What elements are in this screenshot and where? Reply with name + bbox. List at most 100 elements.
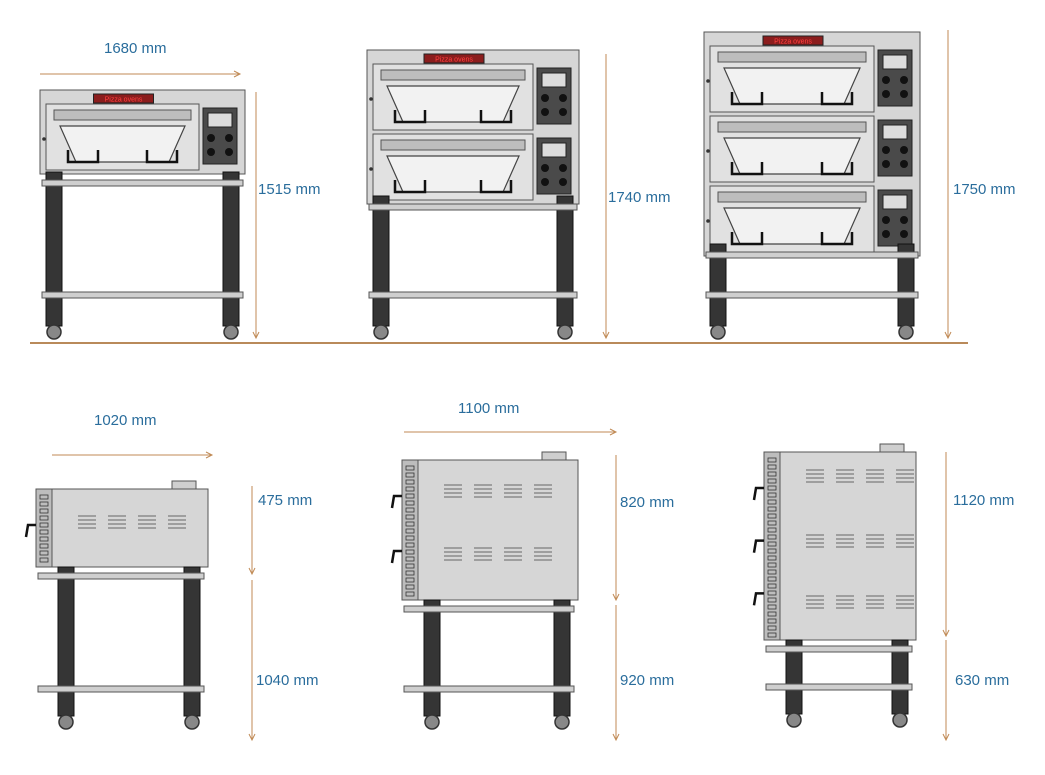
control-knob — [541, 178, 549, 186]
vent-slot — [39, 557, 49, 563]
hinge-dot — [706, 149, 710, 153]
door-handle — [820, 92, 854, 106]
side-view-oven-3 — [752, 443, 917, 728]
vent-slot — [767, 513, 777, 519]
vent-slot — [39, 529, 49, 535]
arrow-head — [609, 428, 618, 436]
oven-deck — [372, 133, 534, 201]
vent-slot — [39, 515, 49, 521]
deck-door — [723, 207, 861, 245]
side-view-oven-1 — [24, 480, 209, 730]
front-1-height-label: 1515 mm — [258, 181, 321, 198]
control-knob — [225, 148, 233, 156]
front-3-height-label: 1750 mm — [953, 181, 1016, 198]
arrow-head — [944, 331, 952, 340]
side-3-upper-label: 1120 mm — [953, 492, 1015, 509]
side-3-lower-label: 630 mm — [955, 672, 1010, 689]
side-1-lower-dimension — [248, 580, 256, 742]
chimney — [171, 480, 197, 490]
oven-deck — [709, 115, 875, 183]
vent-slot — [767, 548, 777, 554]
vent-slot — [39, 543, 49, 549]
stand-shelf-bottom — [705, 291, 919, 299]
front-view-oven-3: Pizza ovens — [703, 31, 921, 340]
side-1-depth-dimension — [52, 451, 214, 459]
deck-top-band — [53, 109, 192, 121]
vent-slot — [767, 541, 777, 547]
brand-plate — [762, 35, 824, 46]
arrow-head — [612, 593, 620, 602]
chimney — [879, 443, 905, 453]
vent-slot — [767, 499, 777, 505]
side-casing — [779, 451, 917, 641]
wheel — [892, 712, 908, 728]
door-handle — [66, 150, 100, 164]
stand-shelf-bottom — [368, 291, 578, 299]
stand-leg — [423, 599, 441, 717]
wheel — [46, 324, 62, 340]
door-handle — [730, 162, 764, 176]
vent-slot — [767, 625, 777, 631]
side-1-lower-label: 1040 mm — [256, 672, 319, 689]
side-2-lower-dimension — [612, 605, 620, 742]
control-display — [882, 54, 908, 70]
door-handle — [752, 592, 764, 606]
vent-slot — [405, 486, 415, 492]
door-handle — [390, 494, 402, 509]
side-3-lower-dimension — [942, 640, 950, 742]
brand-panel: Pizza ovens — [423, 53, 485, 64]
control-knob — [882, 216, 890, 224]
vent-slot — [767, 464, 777, 470]
vent-slot — [39, 494, 49, 500]
wheel — [557, 324, 573, 340]
arrow-head — [252, 331, 260, 340]
door-handle — [393, 110, 427, 124]
door-handle — [730, 92, 764, 106]
arrow-head — [612, 733, 620, 742]
control-panel — [202, 107, 238, 165]
deck-top-band — [380, 139, 526, 151]
brand-panel: Pizza ovens — [93, 93, 154, 104]
stand-shelf-top — [705, 251, 919, 259]
side-2-lower-label: 920 mm — [620, 672, 675, 689]
vent-slot — [767, 611, 777, 617]
front-1-height-dimension — [252, 92, 260, 340]
front-panel-strip — [401, 459, 419, 601]
door-handle — [730, 232, 764, 246]
vent-slot — [767, 618, 777, 624]
wheel — [58, 714, 74, 730]
vent-slot — [767, 632, 777, 638]
vent-slot — [39, 508, 49, 514]
deck-door — [386, 155, 520, 193]
wheel — [786, 712, 802, 728]
brand-plate — [423, 53, 485, 64]
chimney — [541, 451, 567, 461]
vent-slot — [767, 485, 777, 491]
wheel — [710, 324, 726, 340]
control-display — [541, 72, 567, 88]
vent-slot — [767, 569, 777, 575]
side-3-upper-dimension — [942, 452, 950, 638]
side-2-depth-dimension — [404, 428, 618, 436]
vent-slot — [405, 493, 415, 499]
brand-text: Pizza ovens — [105, 97, 143, 104]
vent-slot — [405, 521, 415, 527]
stand-leg — [45, 171, 63, 327]
vent-slot — [405, 528, 415, 534]
arrow-head — [233, 70, 242, 78]
oven-deck — [709, 45, 875, 113]
door-handle — [24, 523, 36, 538]
door-handle — [752, 539, 764, 553]
door-handle — [479, 180, 513, 194]
vent-slot — [405, 570, 415, 576]
arrow-head — [942, 629, 950, 638]
control-knob — [559, 108, 567, 116]
hinge-dot — [706, 219, 710, 223]
deck-top-band — [380, 69, 526, 81]
side-2-upper-dimension — [612, 455, 620, 602]
vent-slot — [405, 514, 415, 520]
vent-slot — [405, 591, 415, 597]
vent-slot — [405, 577, 415, 583]
deck-top-band — [717, 51, 867, 63]
